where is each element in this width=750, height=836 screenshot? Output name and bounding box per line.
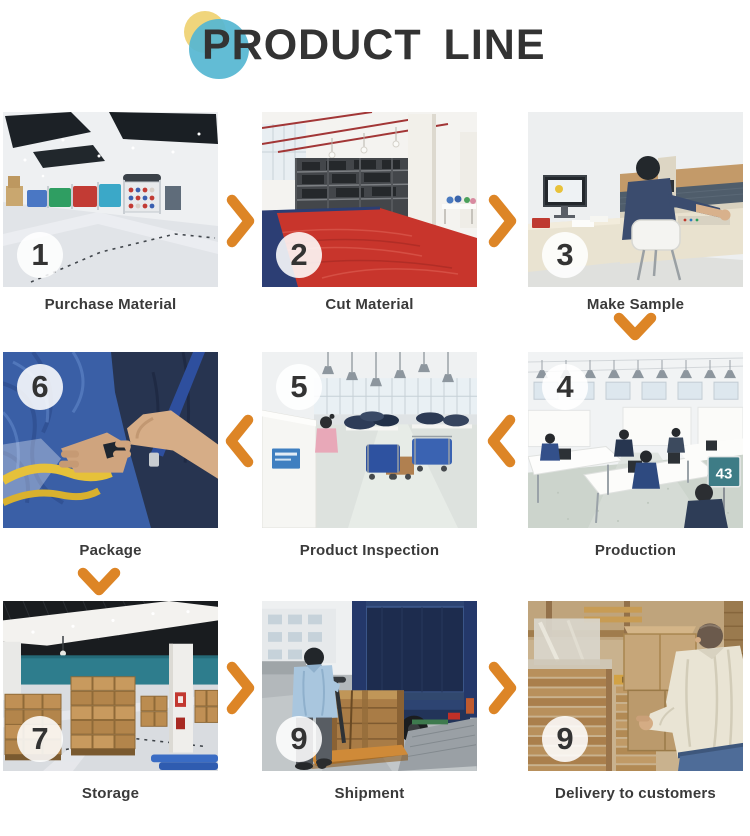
photo-storage: 7 (3, 601, 218, 771)
step-label: Package (79, 542, 142, 559)
title-teal-dot-icon (189, 19, 249, 79)
sample-machine-scene-icon (528, 112, 743, 287)
photo-product-inspection: 5 (262, 352, 477, 528)
station-sign-number: 43 (716, 466, 733, 483)
photo-package: 6 (3, 352, 218, 528)
arrow-right-icon (485, 192, 519, 250)
step-number-badge: 2 (276, 232, 322, 278)
step-number-badge: 7 (17, 716, 63, 762)
step-label: Make Sample (586, 296, 685, 313)
step-number-badge: 5 (276, 364, 322, 410)
photo-purchase-material: 1 (3, 112, 218, 287)
step-cell-product-inspection: 5 Product Inspection (262, 352, 477, 559)
step-number-badge: 4 (542, 364, 588, 410)
step-cell-purchase-material: 1 Purchase Material (3, 112, 218, 313)
arrow-down-icon (611, 311, 659, 343)
step-label: Production (594, 542, 677, 559)
photo-make-sample: 3 (528, 112, 743, 287)
arrow-right-icon (485, 659, 519, 717)
arrow-left-icon (485, 412, 519, 470)
step-cell-make-sample: 3 Make Sample (528, 112, 743, 313)
step-label: Storage (81, 785, 140, 802)
photo-cut-material: 2 (262, 112, 477, 287)
photo-production: 43 4 (528, 352, 743, 528)
man-carrying-box-scene-icon (528, 601, 743, 771)
arrow-down-icon (75, 566, 123, 598)
step-label: Cut Material (325, 296, 414, 313)
inspection-hall-scene-icon (262, 352, 477, 528)
step-label: Product Inspection (299, 542, 440, 559)
step-number-badge: 9 (542, 716, 588, 762)
step-cell-production: 43 4 Production (528, 352, 743, 559)
truck-loading-scene-icon (262, 601, 477, 771)
step-cell-storage: 7 Storage (3, 601, 218, 802)
photo-shipment: 9 (262, 601, 477, 771)
step-cell-shipment: 9 Shipment (262, 601, 477, 802)
page-title: PRODUCT LINE (202, 21, 546, 69)
arrow-left-icon (223, 412, 257, 470)
photo-delivery: 9 (528, 601, 743, 771)
step-cell-package: 6 Package (3, 352, 218, 559)
sewing-workshop-scene-icon: 43 (528, 352, 743, 528)
step-cell-cut-material: 2 Cut Material (262, 112, 477, 313)
arrow-right-icon (223, 659, 257, 717)
step-number-badge: 3 (542, 232, 588, 278)
step-label: Delivery to customers (555, 785, 716, 802)
step-number-badge: 9 (276, 716, 322, 762)
arrow-right-icon (223, 192, 257, 250)
step-number-badge: 6 (17, 364, 63, 410)
step-number-badge: 1 (17, 232, 63, 278)
step-cell-delivery: 9 Delivery to customers (528, 601, 743, 802)
step-label: Shipment (334, 785, 405, 802)
step-label: Purchase Material (44, 296, 177, 313)
